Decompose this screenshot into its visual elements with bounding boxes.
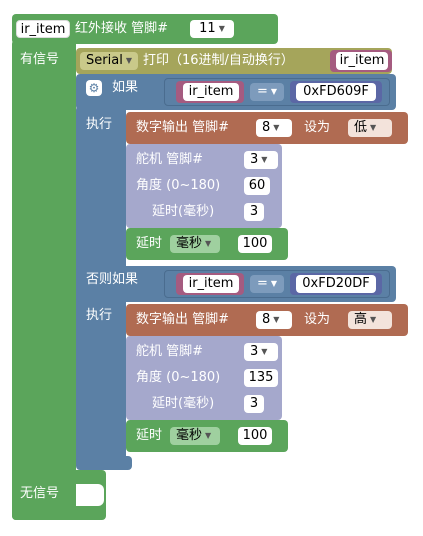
delay-field-1[interactable]: 100 [238,235,272,253]
delay-unit-value-1: 毫秒 [176,236,203,251]
delay-field-2[interactable]: 100 [238,427,272,445]
print-var-chip[interactable]: ir_item [336,52,388,70]
digital-write-label-1: 数字输出 管脚# [136,120,230,135]
no-signal-slot [76,484,104,506]
digital-pin-value-1: 8 [262,120,271,135]
digital-pin-dropdown-1[interactable]: 8▼ [256,119,292,137]
chevron-down-icon: ▼ [370,315,377,324]
ir-variable-chip[interactable]: ir_item [16,20,70,38]
servo-delay-label-2: 延时(毫秒) [152,396,215,411]
compare-var-chip-1[interactable]: ir_item [183,83,239,101]
ir-pin-value: 11 [199,21,216,36]
operator-dropdown-1[interactable]: =▼ [250,83,284,101]
level-dropdown-2[interactable]: 高▼ [348,311,392,329]
elseif-label: 否则如果 [86,272,139,287]
chevron-down-icon: ▼ [261,155,268,164]
servo-label-2: 舵机 管脚# [136,344,204,359]
angle-label-1: 角度 (0~180) [136,178,221,193]
ir-receive-label: 红外接收 管脚# [75,21,169,36]
servo-pin-dropdown-1[interactable]: 3▼ [244,151,278,169]
chevron-down-icon: ▼ [261,347,268,356]
chevron-down-icon: ▼ [370,123,377,132]
servo-label-1: 舵机 管脚# [136,152,204,167]
servo-delay-label-1: 延时(毫秒) [152,204,215,219]
chevron-down-icon: ▼ [273,315,280,324]
chevron-down-icon: ▼ [125,56,132,65]
servo-delay-field-2[interactable]: 3 [244,395,264,413]
angle-field-1[interactable]: 60 [244,177,270,195]
delay-label-2: 延时 [136,428,163,443]
do2-label: 执行 [86,308,113,323]
digital-write-label-2: 数字输出 管脚# [136,312,230,327]
no-signal-label: 无信号 [20,486,60,501]
level-value-1: 低 [354,120,368,135]
do-label: 执行 [86,117,113,132]
set-label-2: 设为 [304,312,331,327]
delay-unit-dropdown-1[interactable]: 毫秒▼ [170,235,220,253]
chevron-down-icon: ▼ [273,123,280,132]
code-field-1[interactable]: 0xFD609F [296,83,376,101]
chevron-down-icon: ▼ [270,279,278,288]
level-value-2: 高 [354,312,368,327]
compare-var-chip-2[interactable]: ir_item [183,275,239,293]
operator-dropdown-2[interactable]: =▼ [250,275,284,293]
if-block-foot [76,456,132,470]
ir-receive-block-spine [12,40,76,520]
digital-pin-dropdown-2[interactable]: 8▼ [256,311,292,329]
ir-pin-field[interactable]: 11▼ [190,20,234,38]
has-signal-label: 有信号 [20,52,60,67]
serial-dropdown[interactable]: Serial▼ [80,52,138,70]
serial-dropdown-value: Serial [86,53,123,68]
angle-field-2[interactable]: 135 [244,369,278,387]
operator-value-1: = [256,84,268,99]
chevron-down-icon: ▼ [218,24,225,33]
chevron-down-icon: ▼ [205,431,212,440]
operator-value-2: = [256,276,268,291]
servo-pin-dropdown-2[interactable]: 3▼ [244,343,278,361]
print-label: 打印（16进制/自动换行） [143,53,294,68]
delay-label-1: 延时 [136,236,163,251]
servo-delay-field-1[interactable]: 3 [244,203,264,221]
servo-pin-value-2: 3 [250,344,259,359]
servo-pin-value-1: 3 [250,152,259,167]
delay-unit-value-2: 毫秒 [176,428,203,443]
gear-icon[interactable]: ⚙ [86,80,102,96]
chevron-down-icon: ▼ [205,239,212,248]
level-dropdown-1[interactable]: 低▼ [348,119,392,137]
angle-label-2: 角度 (0~180) [136,370,221,385]
set-label-1: 设为 [304,120,331,135]
delay-unit-dropdown-2[interactable]: 毫秒▼ [170,427,220,445]
if-label: 如果 [112,80,139,95]
chevron-down-icon: ▼ [270,87,278,96]
digital-pin-value-2: 8 [262,312,271,327]
code-field-2[interactable]: 0xFD20DF [296,275,376,293]
